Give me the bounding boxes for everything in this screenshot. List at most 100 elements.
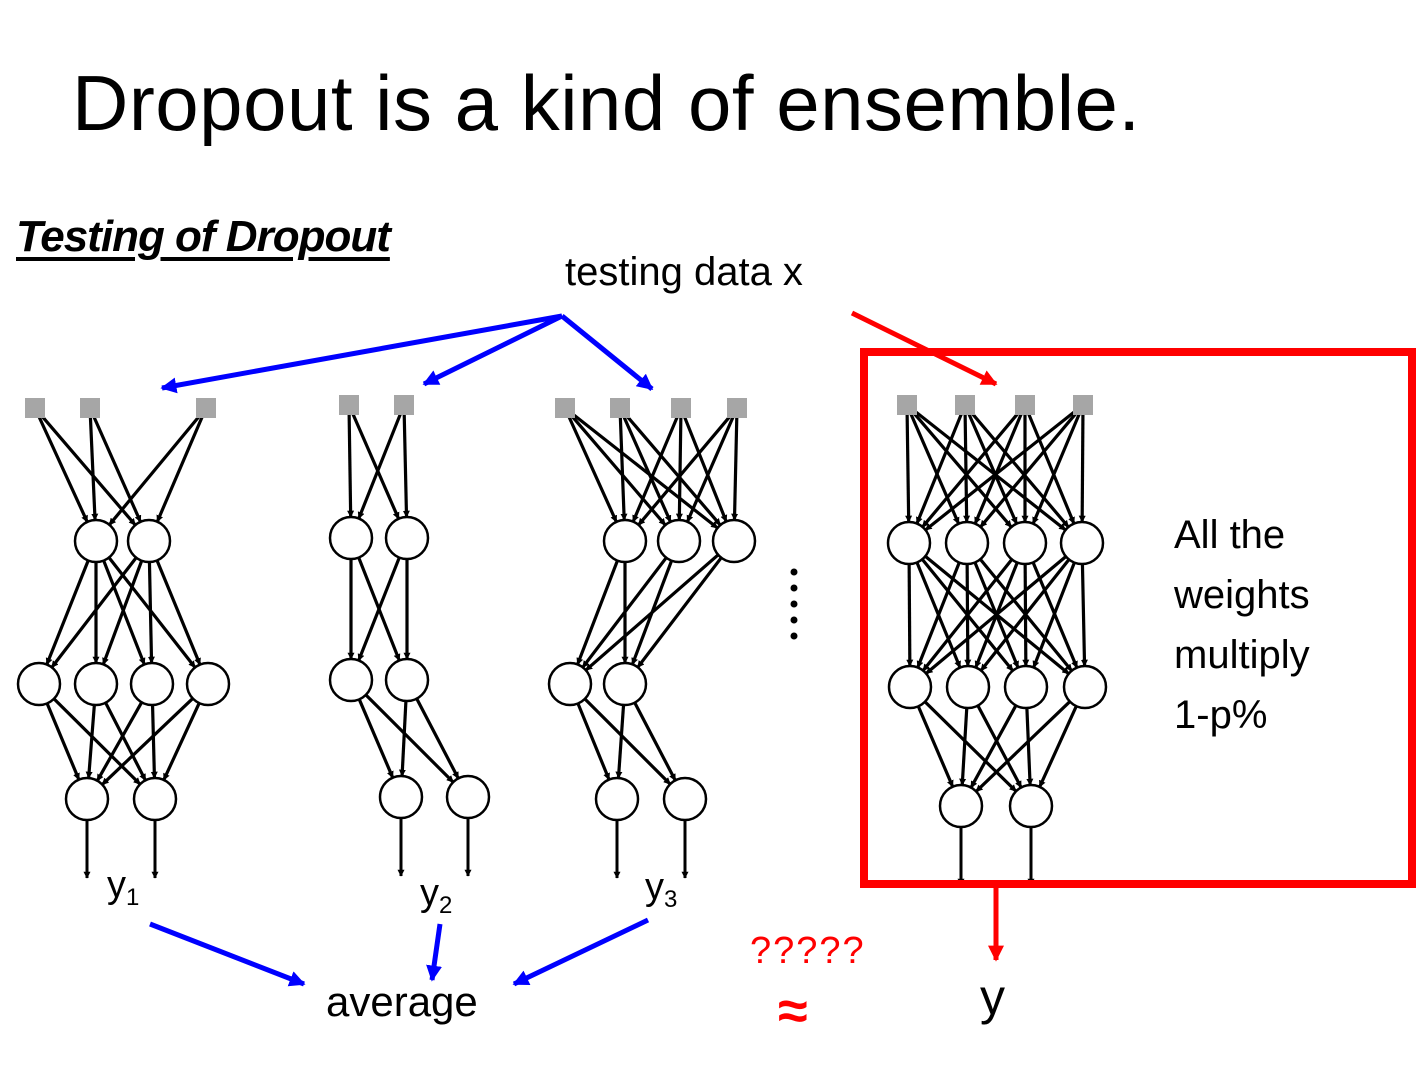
thinned-net-3-hidden-neuron xyxy=(602,661,648,707)
blue-arrow-y2-to-average xyxy=(426,923,443,982)
full-net-input-node xyxy=(1073,395,1093,415)
thinned-net-3-edge xyxy=(620,411,672,523)
thinned-net-1-edge xyxy=(101,697,194,786)
thinned-net-3-output-neuron xyxy=(662,776,708,822)
thinned-net-3-hidden-neuron xyxy=(656,518,702,564)
full-net-edge xyxy=(979,558,1071,672)
full-net-edge xyxy=(979,407,1082,528)
full-net-hidden-neuron xyxy=(887,664,933,710)
full-net-edge xyxy=(905,408,913,523)
full-net-output-neuron xyxy=(1008,783,1054,829)
full-net-hidden-neuron xyxy=(945,664,991,710)
average-label: average xyxy=(326,978,478,1025)
thinned-net-3-edge xyxy=(576,702,611,781)
full-net-edge xyxy=(969,704,1018,789)
full-net-edge xyxy=(1038,705,1078,788)
full-net-output-neuron xyxy=(938,783,984,829)
ellipsis-dots xyxy=(790,568,798,640)
blue-arrow-to-net-1 xyxy=(160,313,563,394)
thinned-net-3-input-node xyxy=(727,398,747,418)
full-net-edge xyxy=(907,408,961,525)
weight-scaling-note: All the weights multiply 1-p% xyxy=(1174,505,1404,745)
thinned-net-1-edge xyxy=(147,561,155,664)
thinned-net-1-edge xyxy=(155,411,206,523)
thinned-net-3-input-node xyxy=(555,398,575,418)
thinned-net-3-edge xyxy=(615,704,626,779)
full-net-edge xyxy=(1080,563,1088,667)
thinned-net-1-edge xyxy=(45,702,81,781)
thinned-net-1-hidden-neuron xyxy=(185,661,231,707)
thinned-net-3-edge xyxy=(583,697,672,786)
thinned-net-1-edge xyxy=(45,559,90,666)
thinned-net-2-edge xyxy=(357,698,395,779)
full-net-hidden-neuron xyxy=(1003,664,1049,710)
note-line: All the xyxy=(1174,513,1286,557)
output-label-y3: y3 xyxy=(645,866,678,913)
thinned-net-3-edge xyxy=(565,410,618,523)
thinned-net-3-edge xyxy=(581,556,668,669)
output-label-y1: y1 xyxy=(107,864,140,911)
thinned-net-1-edge xyxy=(88,411,99,521)
thinned-net-2-edge xyxy=(398,700,408,777)
thinned-net-2-input-node xyxy=(339,395,359,415)
thinned-net-3-hidden-neuron xyxy=(711,518,757,564)
thinned-net-1-edge xyxy=(104,701,147,782)
thinned-net-1-input-node xyxy=(80,398,100,418)
approx-symbol: ≈ xyxy=(778,981,808,1041)
note-line: multiply xyxy=(1174,633,1310,677)
thinned-net-1-edge xyxy=(155,559,202,666)
full-net-edge xyxy=(1032,561,1076,669)
thinned-net-1-edge xyxy=(150,704,158,779)
full-net-edge xyxy=(1078,408,1086,523)
thinned-net-2-output-neuron xyxy=(378,774,424,820)
thinned-net-1-output-neuron xyxy=(132,776,178,822)
thinned-net-1-hidden-neuron xyxy=(16,661,62,707)
full-net-input-node xyxy=(955,395,975,415)
thinned-net-3-edge xyxy=(675,411,683,521)
thinned-net-1-edge xyxy=(36,409,137,527)
thinned-net-3-input-node xyxy=(671,398,691,418)
thinned-net-2-hidden-neuron xyxy=(384,515,430,561)
thinned-net-2-input-node xyxy=(394,395,414,415)
note-line: 1-p% xyxy=(1174,693,1268,737)
full-net-edge xyxy=(906,563,914,667)
thinned-net-1-input-node xyxy=(196,398,216,418)
full-net-edge xyxy=(921,407,1024,528)
thinned-net-1-edge xyxy=(108,410,205,526)
thinned-net-1-hidden-neuron xyxy=(129,661,175,707)
note-line: weights xyxy=(1174,573,1310,617)
full-net-edge xyxy=(924,406,1081,532)
thinned-net-3-edge xyxy=(685,411,737,523)
thinned-net-3-edge xyxy=(621,409,722,527)
full-net-edge xyxy=(973,408,1025,525)
thinned-net-1-edge xyxy=(50,556,138,669)
thinned-net-1-output-neuron xyxy=(64,776,110,822)
thinned-net-2-edge xyxy=(402,408,410,518)
full-net-edge xyxy=(975,700,1071,793)
thinned-net-3-edge xyxy=(566,409,667,527)
full-net-edge xyxy=(923,700,1018,793)
full-net-edge xyxy=(921,558,1014,672)
thinned-net-3-output-neuron xyxy=(594,776,640,822)
thinned-net-1-hidden-neuron xyxy=(73,518,119,564)
full-net-hidden-neuron xyxy=(886,520,932,566)
full-net-edge xyxy=(908,407,1013,529)
network-nodes xyxy=(16,395,1108,829)
thinned-net-3-edge xyxy=(636,556,723,669)
full-net-hidden-neuron xyxy=(1059,520,1105,566)
thinned-net-1-hidden-neuron xyxy=(73,661,119,707)
thinned-net-2-edge xyxy=(357,408,405,520)
thinned-net-1-edge xyxy=(85,704,96,779)
thinned-net-3-hidden-neuron xyxy=(547,661,593,707)
thinned-net-2-edge xyxy=(415,697,460,780)
thinned-net-3-edge xyxy=(576,560,619,666)
full-net-edge xyxy=(1031,408,1083,525)
thinned-net-3-edge xyxy=(680,411,728,523)
thinned-net-3-input-node xyxy=(610,398,630,418)
full-network-box xyxy=(860,348,1416,888)
thinned-net-2-edge xyxy=(357,556,401,662)
thinned-net-3-edge xyxy=(618,411,628,521)
full-net-hidden-neuron xyxy=(944,520,990,566)
